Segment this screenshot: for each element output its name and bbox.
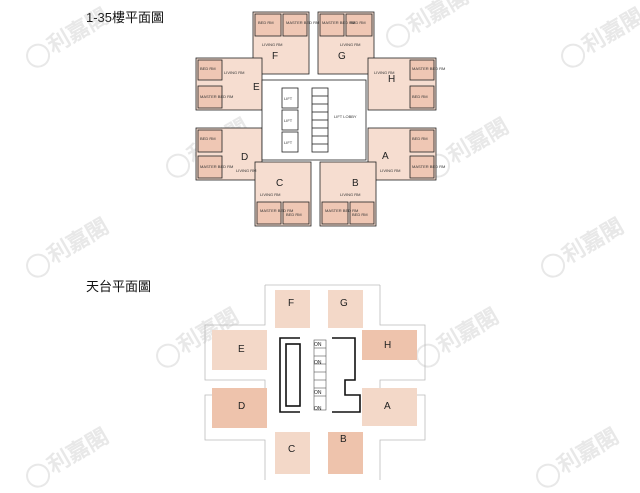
unit-label-c: C bbox=[276, 178, 283, 189]
on-label: ON bbox=[314, 406, 322, 412]
room-label: MASTER BED RM bbox=[200, 94, 233, 99]
unit-label-a: A bbox=[382, 151, 389, 162]
room-label: LIVING RM bbox=[260, 192, 280, 197]
lift-label: LIFT bbox=[284, 96, 293, 101]
room-label: BED RM bbox=[200, 66, 216, 71]
roof-unit-d bbox=[212, 388, 267, 428]
room-label: MASTER BED RM bbox=[325, 208, 358, 213]
room-label: MASTER BED RM bbox=[286, 20, 319, 25]
roof-stair bbox=[313, 339, 327, 411]
roof-label-h: H bbox=[384, 340, 391, 351]
room-label: LIVING RM bbox=[380, 168, 400, 173]
roof-unit-a bbox=[362, 388, 417, 426]
roof-label-g: G bbox=[340, 298, 348, 309]
roof-floor-title: 天台平面圖 bbox=[86, 279, 152, 294]
room-label: MASTER BED RM bbox=[412, 164, 445, 169]
room-label: LIVING RM bbox=[224, 70, 244, 75]
roof-label-d: D bbox=[238, 401, 245, 412]
room-label: LIVING RM bbox=[262, 42, 282, 47]
room-label: MASTER BED RM bbox=[412, 66, 445, 71]
room-label: LIVING RM bbox=[374, 70, 394, 75]
roof-label-a: A bbox=[384, 401, 391, 412]
on-label: ON bbox=[314, 342, 322, 348]
roof-unit-f bbox=[275, 290, 310, 328]
room-label: LIVING RM bbox=[236, 168, 256, 173]
roof-label-f: F bbox=[288, 298, 294, 309]
room-label: BED RM bbox=[200, 136, 216, 141]
core-lobby bbox=[261, 79, 367, 161]
roof-unit-b bbox=[328, 432, 363, 474]
room-label: MASTER BED RM bbox=[322, 20, 355, 25]
roof-unit-g bbox=[328, 290, 363, 328]
typical-floor-plan: F G E H D A C B BED RM MASTER BED RM MAS… bbox=[195, 11, 445, 227]
unit-label-f: F bbox=[272, 51, 278, 62]
room-label: BED RM bbox=[258, 20, 274, 25]
roof-floor-plan: F G E H D A C B ON ON ON ON bbox=[204, 284, 426, 480]
roof-label-e: E bbox=[238, 344, 245, 355]
roof-unit-e bbox=[212, 330, 267, 370]
unit-label-h: H bbox=[388, 74, 395, 85]
unit-label-b: B bbox=[352, 178, 359, 189]
roof-unit-h bbox=[362, 330, 417, 360]
roof-core bbox=[279, 337, 361, 413]
on-label: ON bbox=[314, 390, 322, 396]
typical-floor-title: 1-35樓平面圖 bbox=[86, 10, 165, 25]
unit-label-g: G bbox=[338, 51, 346, 62]
unit-label-d: D bbox=[241, 152, 248, 163]
room-label: BED RM bbox=[286, 212, 302, 217]
lift-label: LIFT bbox=[284, 140, 293, 145]
room-label: LIVING RM bbox=[340, 42, 360, 47]
unit-label-e: E bbox=[253, 82, 260, 93]
room-label: BED RM bbox=[412, 94, 428, 99]
roof-label-b: B bbox=[340, 434, 347, 445]
room-label: LIVING RM bbox=[340, 192, 360, 197]
lift-label: LIFT bbox=[284, 118, 293, 123]
room-label: BED RM bbox=[352, 212, 368, 217]
room-label: BED RM bbox=[350, 20, 366, 25]
room-label: BED RM bbox=[412, 136, 428, 141]
roof-label-c: C bbox=[288, 444, 295, 455]
room-label: MASTER BED RM bbox=[200, 164, 233, 169]
on-label: ON bbox=[314, 360, 322, 366]
roof-unit-c bbox=[275, 432, 310, 474]
lift-lobby-label: LIFT LOBBY bbox=[334, 114, 357, 119]
room-label: MASTER BED RM bbox=[260, 208, 293, 213]
